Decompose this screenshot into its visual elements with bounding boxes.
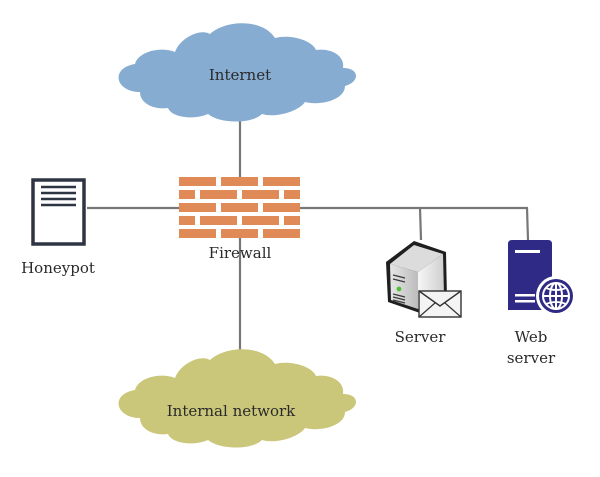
brick-wall-icon: [179, 177, 300, 238]
connectors: [87, 110, 530, 354]
envelope-icon: [418, 290, 462, 318]
internet-label: Internet: [209, 66, 271, 84]
globe-icon: [536, 276, 576, 316]
cloud-icon: [118, 349, 357, 448]
mail-server: Server: [386, 241, 462, 346]
internal-network-label: Internal network: [167, 402, 296, 420]
web-server-label-line2: server: [507, 349, 556, 367]
status-led: [396, 286, 402, 292]
document-server-icon: [31, 178, 86, 246]
cloud-icon: [118, 23, 357, 122]
server-label: Server: [395, 328, 447, 346]
edge-bus-webserver: [525, 207, 530, 241]
internal-network-cloud: Internal network: [118, 349, 357, 448]
honeypot: Honeypot: [21, 178, 95, 277]
edge-bus-server: [418, 207, 423, 241]
web-server-label-line1: Web: [515, 328, 548, 346]
firewall: Firewall: [179, 177, 300, 262]
honeypot-label: Honeypot: [21, 259, 95, 277]
internet-cloud: Internet: [118, 23, 357, 122]
web-server: Web server: [507, 240, 576, 367]
firewall-label: Firewall: [209, 244, 272, 262]
